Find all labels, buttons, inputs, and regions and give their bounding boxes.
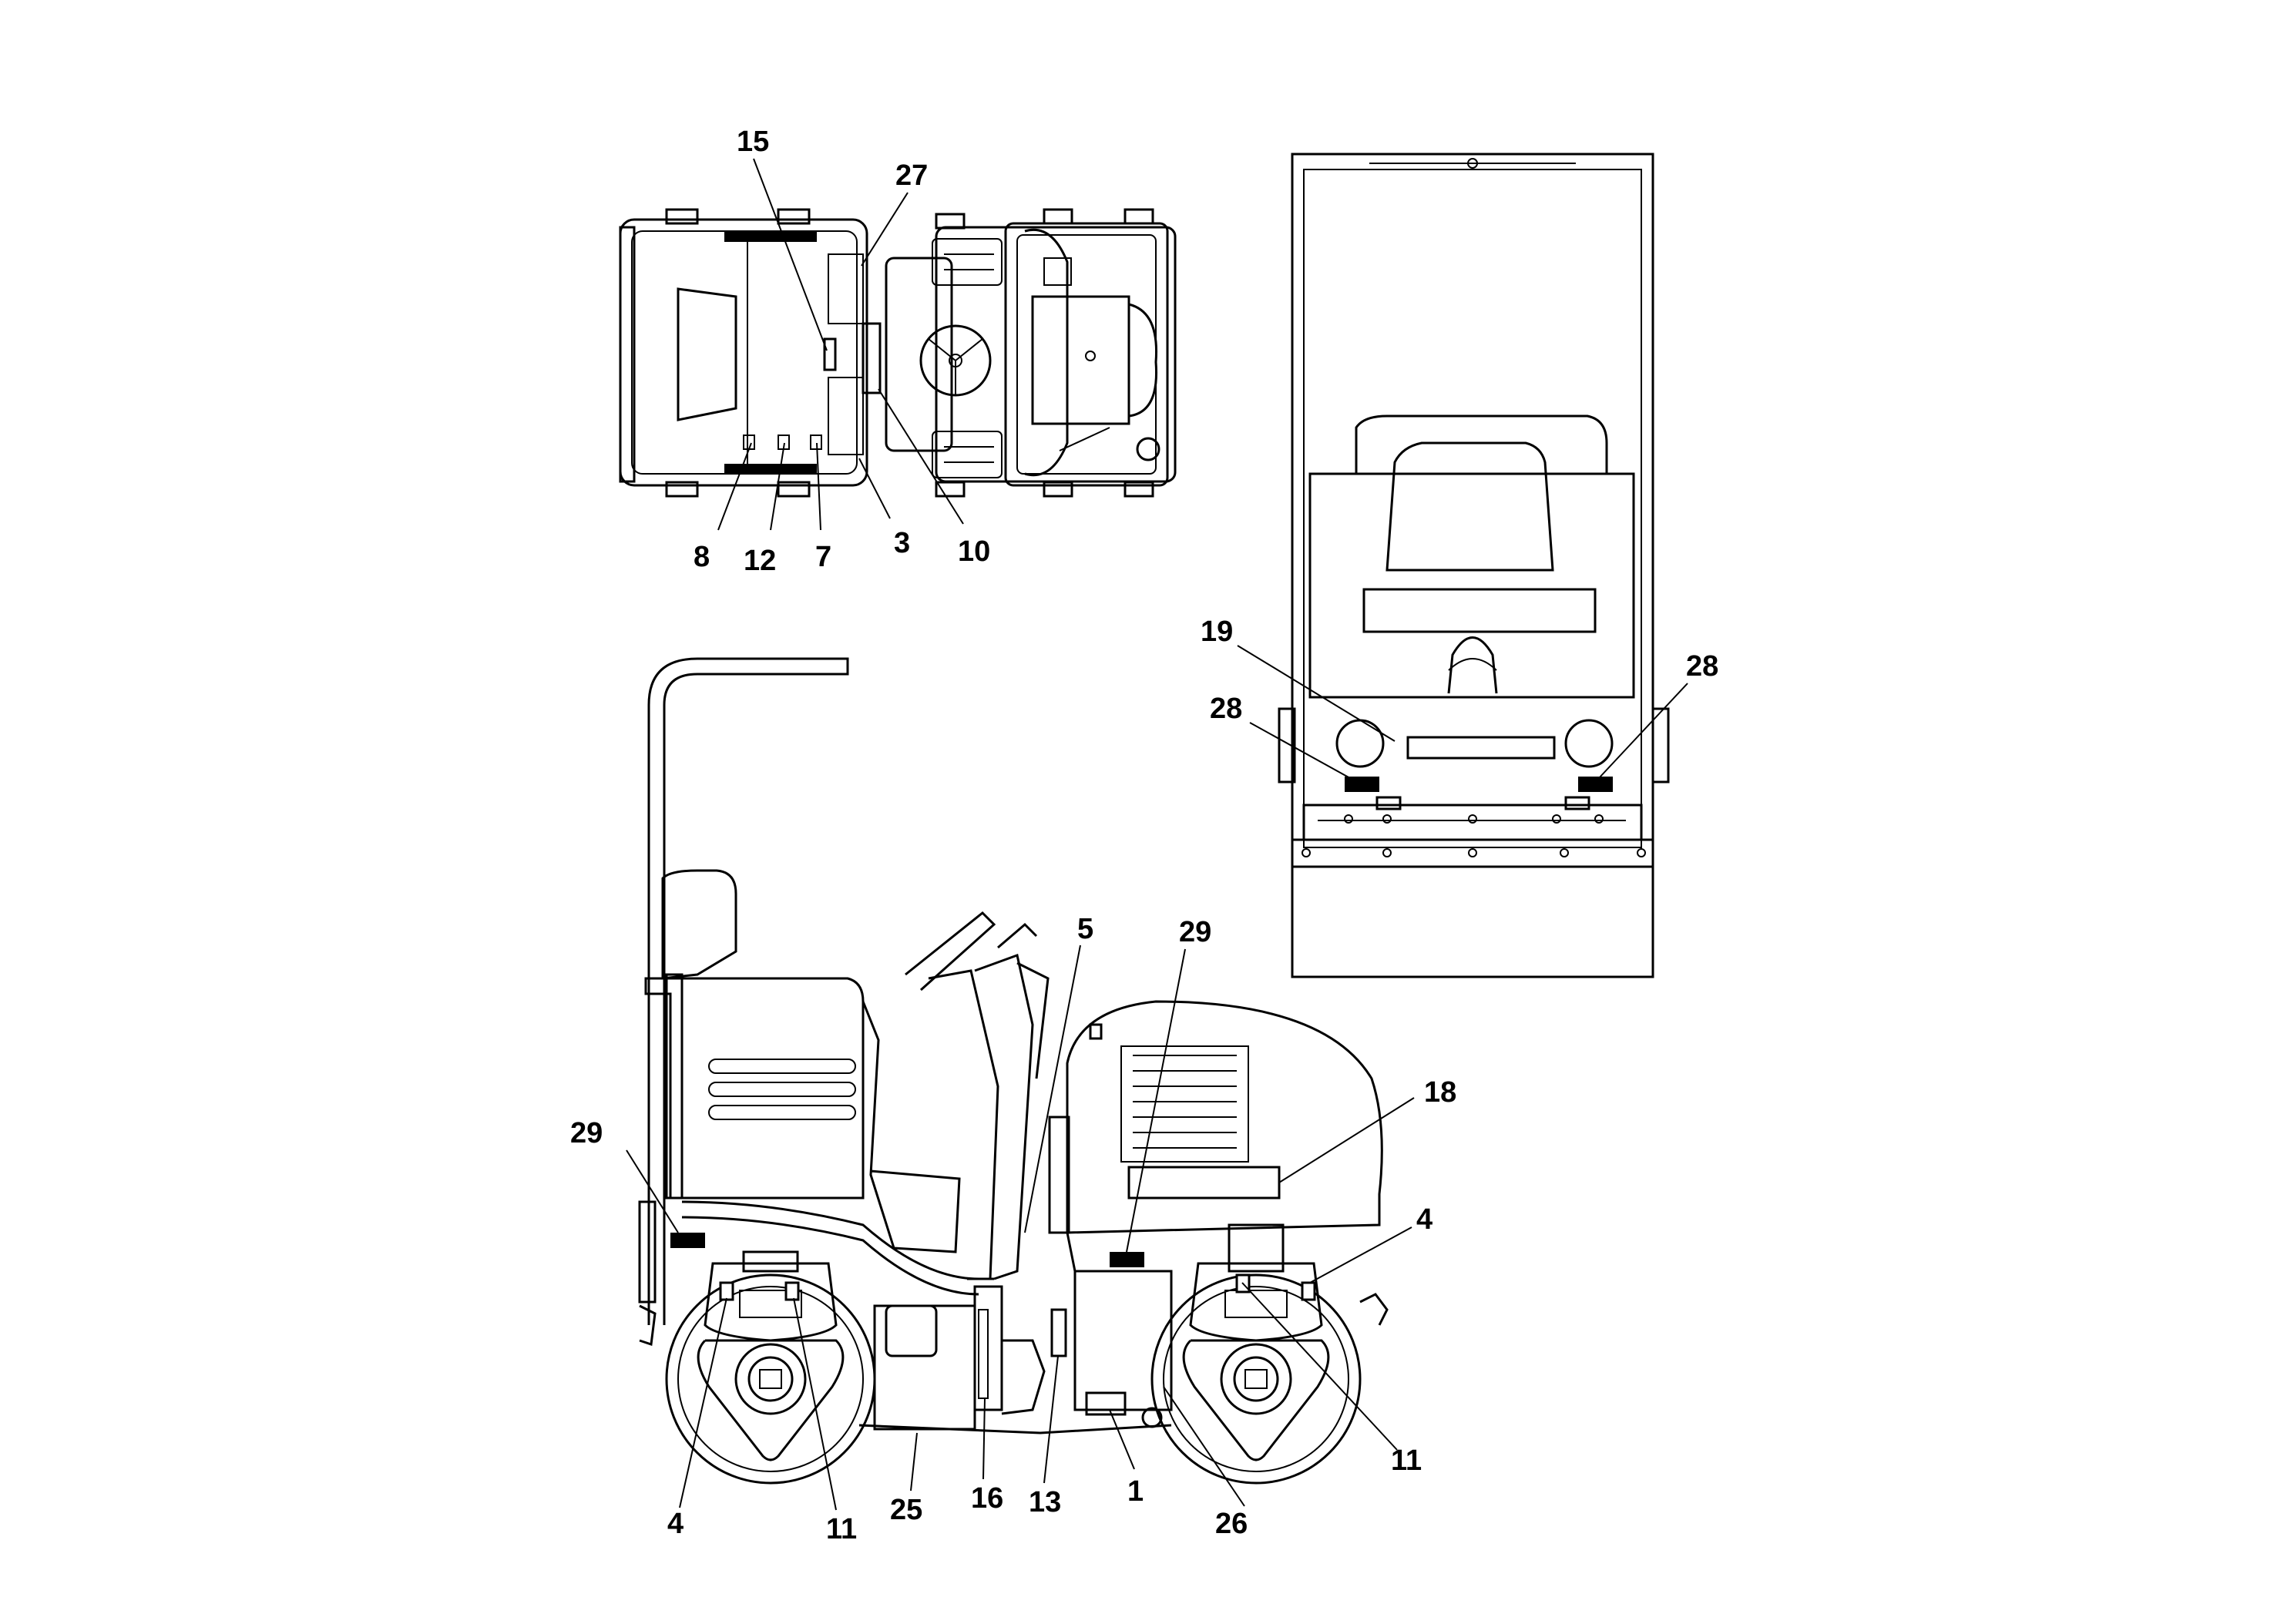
decal-18-panel <box>1127 1166 1281 1200</box>
callout-13: 13 <box>1029 1486 1061 1518</box>
rear-view <box>1278 153 1670 978</box>
callout-15: 15 <box>737 126 769 158</box>
callout-11-right: 11 <box>1391 1444 1422 1477</box>
callout-18: 18 <box>1424 1076 1456 1109</box>
leader-lines <box>626 158 1688 1511</box>
callout-10: 10 <box>958 535 990 568</box>
callout-1: 1 <box>1127 1475 1144 1508</box>
decal-28-right <box>1578 777 1613 792</box>
callout-25: 25 <box>890 1494 922 1526</box>
side-view <box>638 657 1389 1485</box>
callout-27: 27 <box>895 159 928 192</box>
callout-16: 16 <box>971 1482 1003 1515</box>
decal-29-left <box>670 1233 705 1248</box>
callout-labels: 15 27 8 12 7 3 10 19 28 28 5 29 29 18 4 … <box>570 126 1718 1545</box>
callout-28-right: 28 <box>1686 650 1718 683</box>
callout-4-right: 4 <box>1416 1203 1432 1236</box>
decal-29-right <box>1110 1252 1144 1267</box>
callout-8: 8 <box>694 541 710 573</box>
callout-7: 7 <box>815 541 831 573</box>
decal-28-left <box>1345 777 1379 792</box>
top-view <box>619 208 1177 498</box>
callout-3: 3 <box>894 527 910 559</box>
callout-12: 12 <box>744 545 776 577</box>
callout-11-left: 11 <box>826 1513 857 1545</box>
callout-29-left: 29 <box>570 1117 603 1149</box>
callout-19: 19 <box>1201 616 1233 648</box>
engine-grille <box>1120 1045 1249 1163</box>
callout-5: 5 <box>1077 913 1093 945</box>
callout-26: 26 <box>1215 1508 1248 1540</box>
callout-29-top: 29 <box>1179 916 1211 948</box>
callout-28-left: 28 <box>1210 693 1242 725</box>
callout-4-left: 4 <box>667 1508 683 1540</box>
